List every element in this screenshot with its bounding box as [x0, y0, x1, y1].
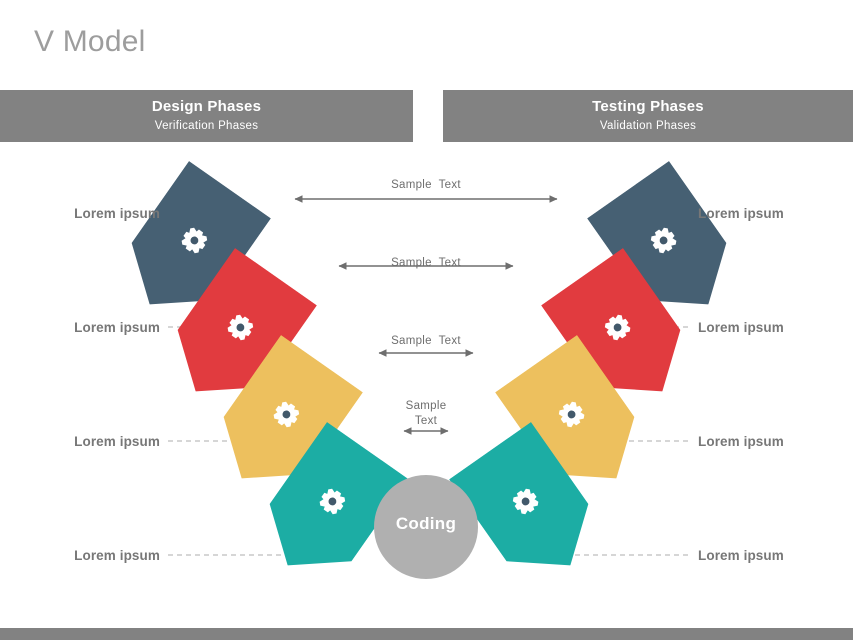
- testing-phases-title: Testing Phases: [592, 98, 704, 115]
- left-phase-label-3: Lorem ipsum: [74, 434, 160, 449]
- right-phase-label-3: Lorem ipsum: [698, 434, 784, 449]
- cross-arrows: [294, 195, 558, 435]
- right-phase-label-4: Lorem ipsum: [698, 548, 784, 563]
- left-phase-blocks: [108, 161, 409, 595]
- design-phases-header: Design Phases Verification Phases: [0, 90, 413, 142]
- cross-arrow-label-2: Sample Text: [391, 257, 461, 269]
- left-phase-label-2: Lorem ipsum: [74, 320, 160, 335]
- right-phase-blocks: [449, 161, 750, 595]
- cross-arrow-label-4: Sample Text: [405, 400, 447, 427]
- bottom-bar: [0, 628, 853, 640]
- cross-arrow-label-3: Sample Text: [391, 335, 461, 347]
- page-title: V Model: [34, 25, 146, 58]
- testing-phases-header: Testing Phases Validation Phases: [443, 90, 853, 142]
- cross-arrow-label-1: Sample Text: [391, 179, 461, 191]
- left-phase-label-1: Lorem ipsum: [74, 206, 160, 221]
- design-phases-title: Design Phases: [151, 98, 262, 115]
- design-phases-subtitle: Verification Phases: [154, 120, 259, 132]
- coding-label: Coding: [395, 514, 457, 533]
- left-phase-label-4: Lorem ipsum: [74, 548, 160, 563]
- right-phase-label-2: Lorem ipsum: [698, 320, 784, 335]
- coding-circle[interactable]: [374, 475, 478, 579]
- right-phase-label-1: Lorem ipsum: [698, 206, 784, 221]
- testing-phases-subtitle: Validation Phases: [599, 120, 697, 132]
